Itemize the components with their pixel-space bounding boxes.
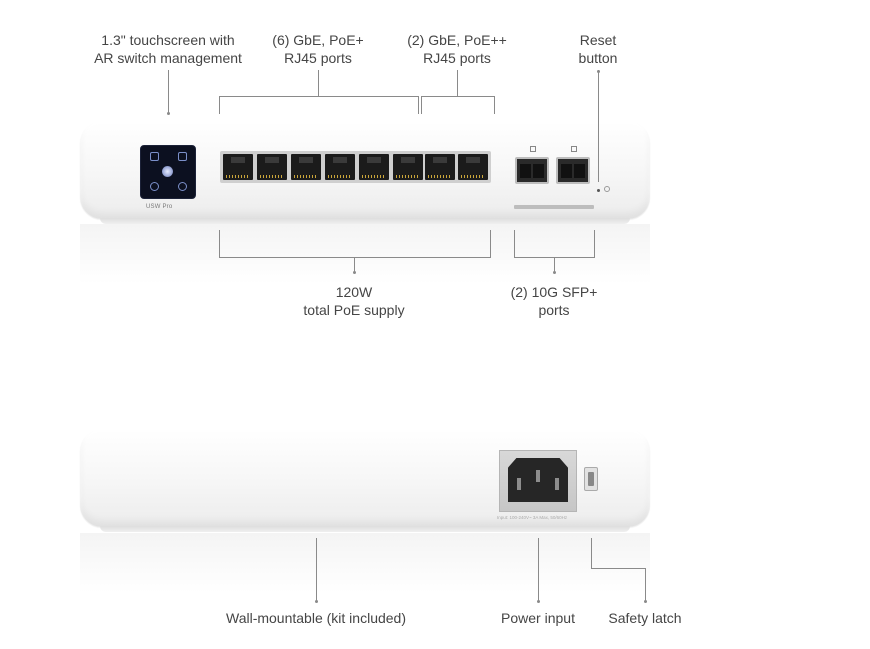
callout-line xyxy=(490,230,491,257)
safety-latch-callout: Safety latch xyxy=(608,610,682,626)
front-reflection xyxy=(80,224,650,284)
sfp-callout: (2) 10G SFP+ports xyxy=(510,284,598,318)
gbe-poe-plus-callout: (6) GbE, PoE+RJ45 ports xyxy=(272,32,364,66)
brand-label: USW Pro xyxy=(146,204,173,210)
sfp-status-bar xyxy=(514,205,594,209)
callout-line xyxy=(219,230,220,257)
callout-dot xyxy=(353,271,356,274)
callout-line xyxy=(591,568,645,569)
callout-line xyxy=(645,568,646,602)
switch-back-base xyxy=(100,526,630,532)
inlet-pin xyxy=(555,478,559,490)
power-input-callout: Power input xyxy=(501,610,575,626)
touchscreen xyxy=(140,145,196,199)
inlet-rating-text: Input: 100-240V~ 3A Max, 50/60Hz xyxy=(497,515,568,520)
rj45-port xyxy=(325,154,355,180)
callout-line xyxy=(538,538,539,602)
callout-line xyxy=(316,538,317,602)
callout-line xyxy=(421,96,495,97)
rj45-port xyxy=(393,154,423,180)
rj45-port xyxy=(291,154,321,180)
callout-line xyxy=(354,257,355,273)
rj45-port xyxy=(257,154,287,180)
callout-line xyxy=(168,70,169,114)
callout-line xyxy=(594,230,595,257)
callout-line xyxy=(494,96,495,114)
callout-line xyxy=(219,96,419,97)
callout-dot xyxy=(315,600,318,603)
sfp-port xyxy=(515,157,549,184)
wall-mount-callout: Wall-mountable (kit included) xyxy=(226,610,406,626)
callout-line xyxy=(554,257,555,273)
screen-app-icon xyxy=(150,152,159,161)
screen-app-icon xyxy=(150,182,159,191)
callout-dot xyxy=(537,600,540,603)
callout-line xyxy=(219,96,220,114)
callout-line xyxy=(598,70,599,182)
sfp-led-icon xyxy=(571,146,577,152)
callout-line xyxy=(591,538,592,568)
sfp-port xyxy=(556,157,590,184)
safety-latch xyxy=(584,467,598,491)
inlet-pin xyxy=(517,478,521,490)
inlet-pin xyxy=(536,470,540,482)
sfp-led-icon xyxy=(530,146,536,152)
rj45-port xyxy=(425,154,455,180)
callout-line xyxy=(421,96,422,114)
rj45-port xyxy=(359,154,389,180)
rj45-port-bank xyxy=(220,151,491,183)
callout-line xyxy=(418,96,419,114)
back-reflection xyxy=(80,533,650,593)
switch-front-base xyxy=(100,218,630,224)
callout-line xyxy=(219,257,491,258)
screen-app-icon xyxy=(178,152,187,161)
rj45-port xyxy=(223,154,253,180)
reset-button xyxy=(597,189,600,192)
screen-app-icon xyxy=(178,182,187,191)
reset-icon xyxy=(604,186,610,192)
gbe-poe-plus-plus-callout: (2) GbE, PoE++RJ45 ports xyxy=(407,32,507,66)
callout-line xyxy=(457,70,458,96)
callout-dot xyxy=(167,112,170,115)
callout-dot xyxy=(644,600,647,603)
callout-dot xyxy=(597,70,600,73)
callout-dot xyxy=(553,271,556,274)
rj45-port xyxy=(458,154,488,180)
callout-line xyxy=(318,70,319,96)
screen-center-icon xyxy=(162,166,173,177)
callout-line xyxy=(514,230,515,257)
